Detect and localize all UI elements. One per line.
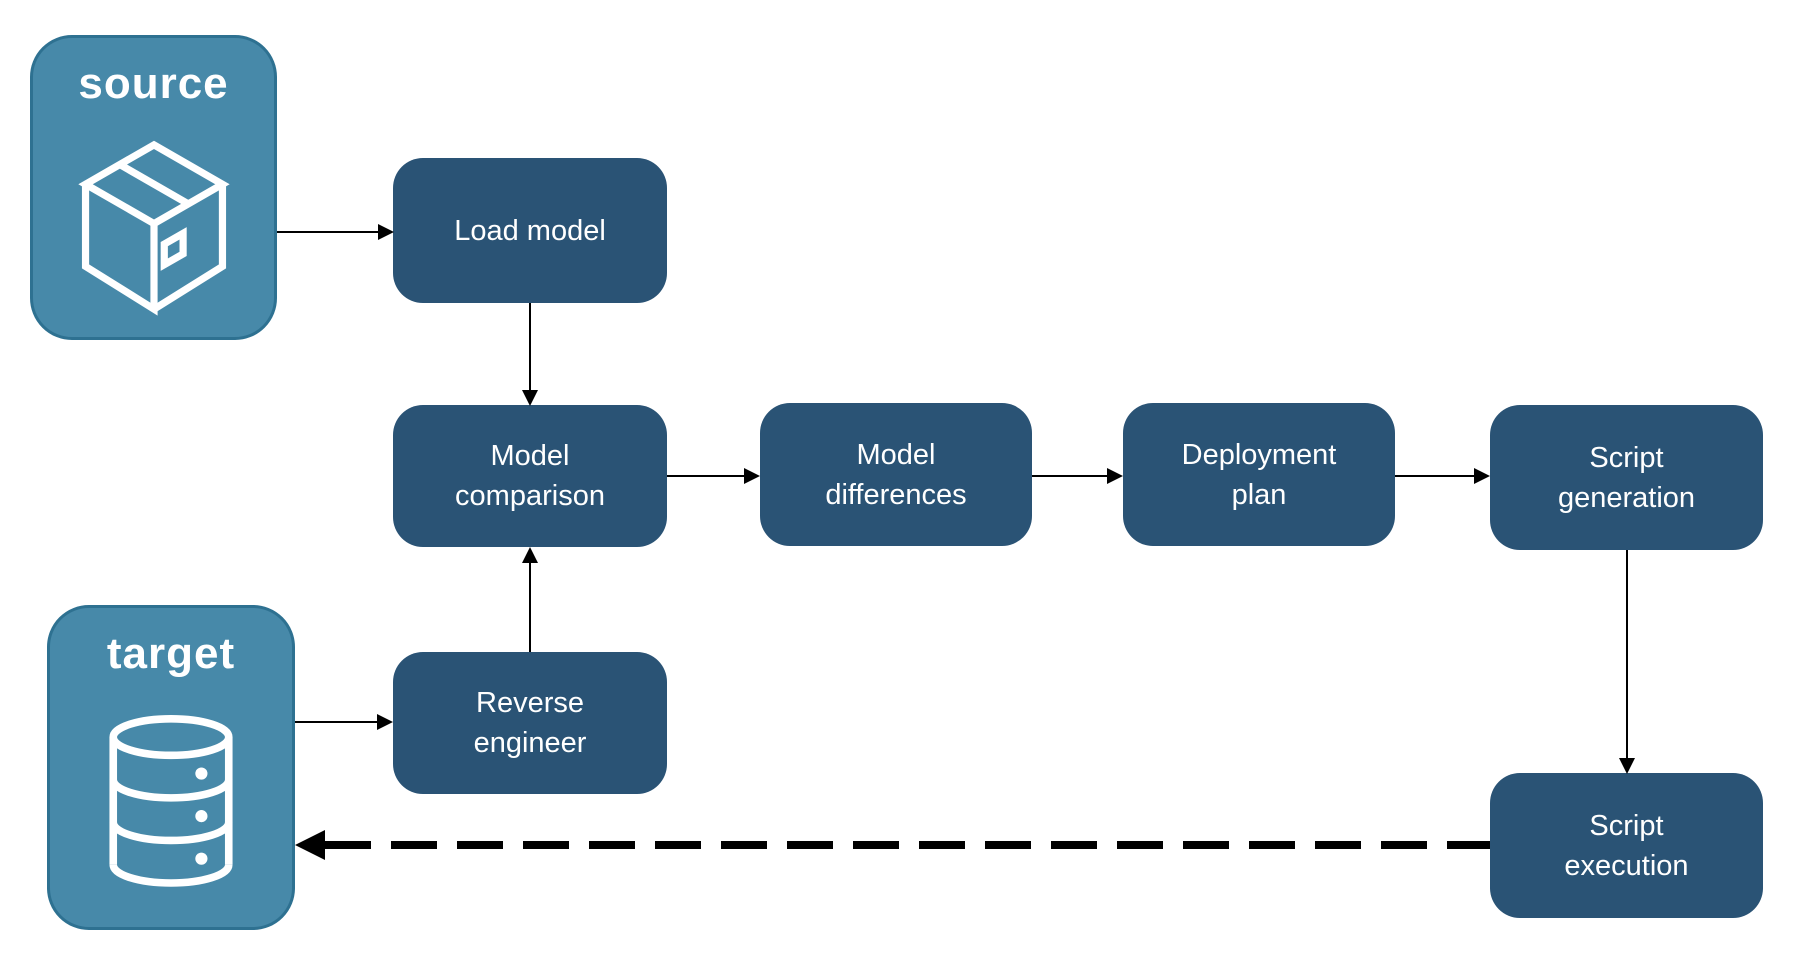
target-label: target — [106, 629, 236, 678]
package-icon — [68, 116, 240, 337]
source-container: source — [30, 35, 277, 340]
node-script-execution: Script execution — [1490, 773, 1763, 918]
node-model-differences: Model differences — [760, 403, 1032, 546]
target-container: target — [47, 605, 295, 930]
node-load-model: Load model — [393, 158, 667, 303]
node-model-comparison: Model comparison — [393, 405, 667, 547]
node-deployment-plan: Deployment plan — [1123, 403, 1395, 546]
database-icon — [95, 686, 247, 927]
node-script-generation: Script generation — [1490, 405, 1763, 550]
source-label: source — [78, 59, 229, 108]
node-reverse-engineer: Reverse engineer — [393, 652, 667, 794]
